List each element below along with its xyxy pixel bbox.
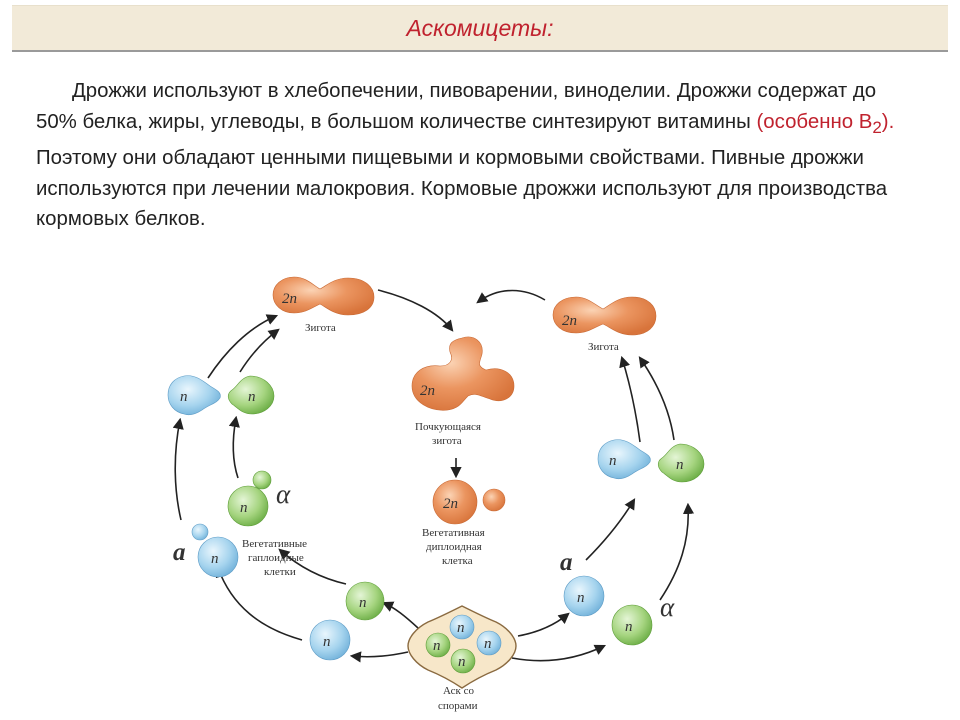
arrow-ascus-to-left-green: [381, 601, 419, 629]
left-mating-pair: n n: [167, 375, 275, 416]
arrow-right-top: [476, 289, 546, 304]
right-blue-cell-ploidy: n: [609, 453, 617, 469]
veg-haploid-label-2: гаплоидные: [248, 552, 304, 564]
budding-label-1: Почкующаяся: [415, 421, 481, 433]
vegetative-diploid-cell: 2n Вегетативная диплоидная клетка: [422, 479, 506, 567]
left-alpha-budding-cell: n α: [227, 470, 291, 527]
right-green-cell-ploidy: n: [676, 457, 684, 473]
zygote-right-label: Зигота: [588, 341, 619, 353]
ascus-spore-3-ploidy: n: [484, 636, 492, 652]
arrow-ascus-to-right-green: [511, 644, 607, 662]
budding-zygote-ploidy: 2n: [420, 383, 435, 399]
right-released-spores: n a n α: [560, 549, 675, 646]
right-alpha-symbol: α: [660, 592, 675, 622]
arrow-left-lower: [215, 565, 303, 641]
arrow-left-inner-mid: [228, 415, 240, 479]
ascus-with-spores: n n n n Аск со спорами: [407, 605, 517, 712]
arrow-right-inner-up: [619, 355, 641, 443]
left-released-spores: n n: [309, 581, 385, 661]
arrow-left-lower-inner: [278, 548, 347, 585]
zygote-right: 2n Зигота: [552, 296, 657, 353]
diploid-cell-ploidy: 2n: [443, 496, 458, 512]
right-mating-pair: n n: [597, 439, 705, 483]
vitamin-note-prefix: (особенно B: [756, 110, 873, 133]
arrow-ascus-to-right-blue: [517, 612, 570, 637]
left-a-symbol: a: [173, 539, 186, 566]
zygote-right-ploidy: 2n: [562, 313, 577, 329]
arrow-right-blue-up: [585, 498, 636, 561]
zygote-left-ploidy: 2n: [282, 291, 297, 307]
left-blue-spore-ploidy: n: [323, 634, 331, 650]
arrow-right-green-up: [659, 502, 695, 601]
right-blue-spore-ploidy: n: [577, 590, 585, 606]
right-a-symbol: a: [560, 549, 573, 576]
budding-label-2: зигота: [432, 435, 462, 447]
veg-diploid-label-3: клетка: [442, 555, 473, 567]
veg-haploid-label-1: Вегетативные: [242, 538, 307, 550]
left-green-cell-ploidy: n: [248, 389, 256, 405]
body-paragraph: Дрожжи используют в хлебопечении, пивова…: [36, 76, 916, 235]
veg-diploid-label-2: диплоидная: [426, 541, 482, 553]
left-alpha-cell-ploidy: n: [240, 500, 248, 516]
ascus-spore-4-ploidy: n: [458, 654, 466, 670]
vitamin-note-subscript: 2: [872, 117, 882, 137]
arrow-left-top: [377, 289, 454, 332]
cycle-arrows: [172, 289, 695, 663]
text-part-1: Дрожжи используют в хлебопечении, пивова…: [36, 80, 877, 133]
left-blue-cell-ploidy: n: [180, 389, 188, 405]
left-a-cell-ploidy: n: [211, 551, 219, 567]
budding-zygote: 2n Почкующаяся зигота: [411, 336, 515, 447]
ascus-label-1: Аск со: [443, 685, 475, 697]
vitamin-note-suffix: ).: [881, 110, 895, 133]
vitamin-note: (особенно B2).: [756, 110, 895, 137]
arrow-right-outer-up: [638, 356, 675, 441]
ascus-label-2: спорами: [438, 700, 478, 712]
zygote-left-label: Зигота: [305, 322, 336, 334]
veg-haploid-label-3: клетки: [264, 566, 296, 578]
title-bar: Аскомицеты:: [12, 5, 948, 52]
ascus-spore-1-ploidy: n: [457, 620, 465, 636]
left-alpha-symbol: α: [276, 479, 291, 509]
veg-diploid-label-1: Вегетативная: [422, 527, 485, 539]
arrow-left-inner-up: [239, 328, 280, 373]
right-green-spore-ploidy: n: [625, 619, 633, 635]
arrow-ascus-to-left-blue: [349, 651, 409, 663]
ascus-spore-2-ploidy: n: [433, 638, 441, 654]
left-a-budding-cell: n a Вегетативные гаплоидные клетки: [173, 523, 307, 578]
arrow-left-outer-mid: [172, 417, 184, 521]
page-title: Аскомицеты:: [406, 15, 554, 41]
zygote-left: 2n Зигота: [272, 276, 375, 334]
arrow-left-outer-up: [207, 314, 279, 379]
left-green-spore-ploidy: n: [359, 595, 367, 611]
text-part-2: Поэтому они обладают ценными пищевыми и …: [36, 147, 888, 231]
